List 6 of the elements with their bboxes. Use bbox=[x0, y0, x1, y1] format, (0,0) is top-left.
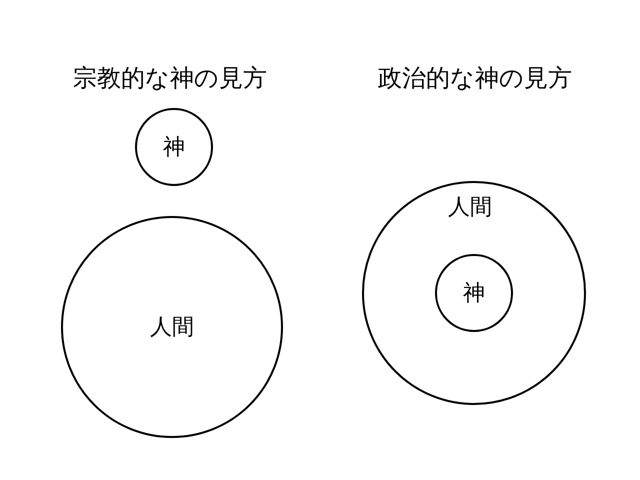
circle-label: 人間 bbox=[448, 194, 492, 222]
circle-label: 人間 bbox=[150, 314, 194, 342]
heading: 政治的な神の見方 bbox=[378, 63, 572, 94]
circle-label: 神 bbox=[463, 280, 485, 308]
circle-label: 神 bbox=[163, 134, 185, 162]
heading: 宗教的な神の見方 bbox=[73, 63, 267, 94]
